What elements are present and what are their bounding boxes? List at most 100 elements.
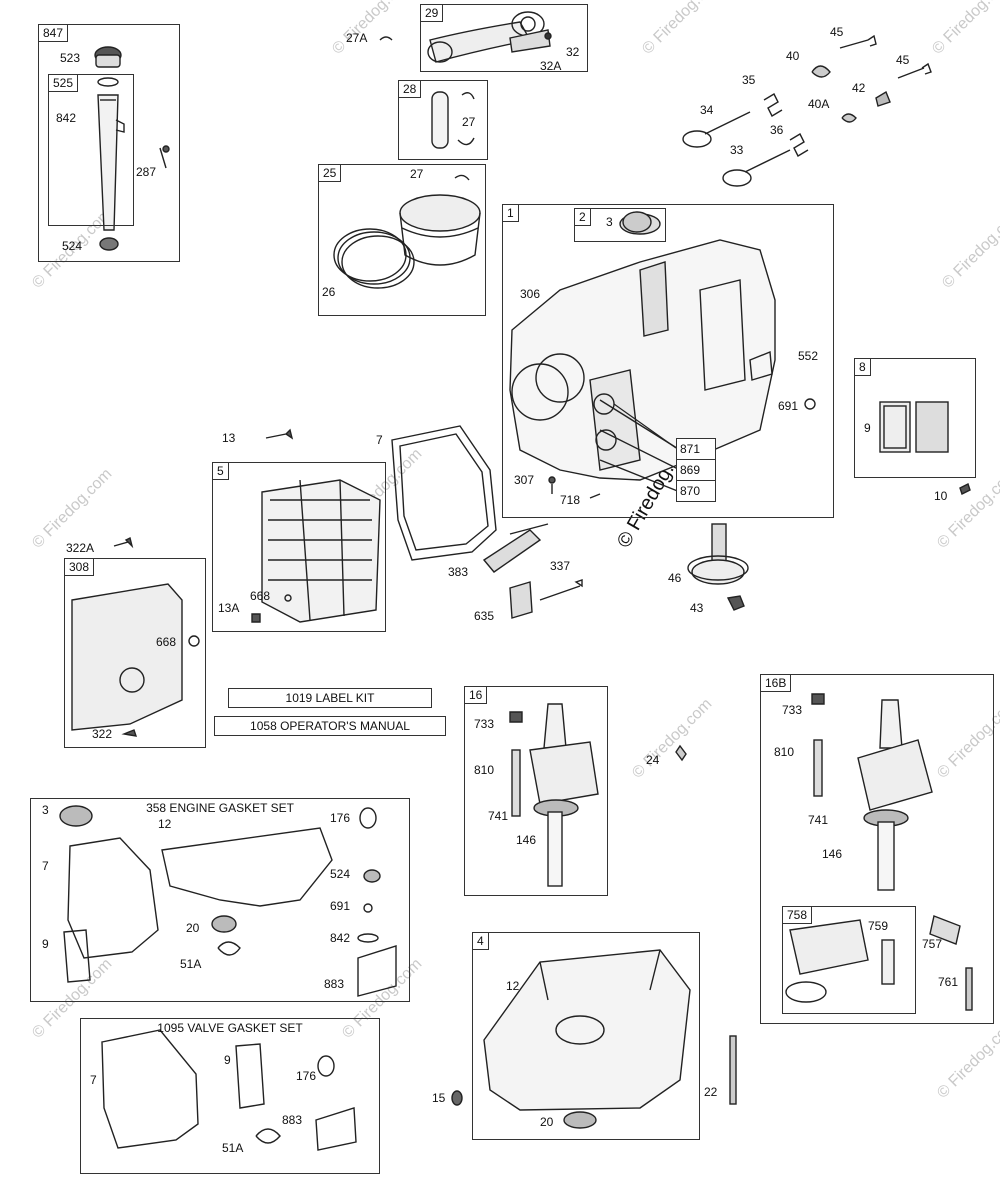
label-kit-box: 1019 LABEL KIT (228, 688, 432, 708)
part-group-label: 2 (574, 208, 591, 226)
part-number: 523 (60, 51, 81, 65)
part-number: 32A (540, 59, 562, 73)
part-number: 176 (330, 811, 351, 825)
part-number: 733 (782, 703, 803, 717)
part-number: 7 (90, 1073, 97, 1087)
part-group-label: 1 (502, 204, 519, 222)
part-group-16b: 16B (760, 674, 994, 1024)
part-number: 45 (830, 25, 844, 39)
part-number: 733 (474, 717, 495, 731)
part-group-758: 758 (782, 906, 916, 1014)
part-number: 46 (668, 571, 682, 585)
part-number: 635 (474, 609, 495, 623)
part-number: 33 (730, 143, 744, 157)
part-number: 20 (540, 1115, 554, 1129)
part-number: 9 (224, 1053, 231, 1067)
part-number: 869 (680, 463, 701, 477)
engine-gasket-set: 358 ENGINE GASKET SET (30, 798, 410, 1002)
part-number: 337 (550, 559, 571, 573)
part-number: 9 (42, 937, 49, 951)
part-group-label: 28 (398, 80, 422, 98)
part-number: 3 (606, 215, 613, 229)
part-group-label: 16 (464, 686, 488, 704)
part-number: 176 (296, 1069, 317, 1083)
part-number: 10 (934, 489, 948, 503)
part-number: 40A (808, 97, 830, 111)
part-number: 36 (770, 123, 784, 137)
part-number: 27 (410, 167, 424, 181)
part-number: 322 (92, 727, 113, 741)
part-number: 43 (690, 601, 704, 615)
part-number: 383 (448, 565, 469, 579)
part-number: 287 (136, 165, 157, 179)
part-number: 51A (180, 957, 202, 971)
part-number: 842 (56, 111, 77, 125)
part-group-5: 5 (212, 462, 386, 632)
part-group-label: 25 (318, 164, 342, 182)
part-number: 45 (896, 53, 910, 67)
callout-box-870: 870 (676, 480, 716, 502)
part-number: 668 (156, 635, 177, 649)
part-group-8: 8 (854, 358, 976, 478)
valve-gasket-set-title: 1095 VALVE GASKET SET (157, 1021, 303, 1035)
part-number: 20 (186, 921, 200, 935)
part-group-4: 4 (472, 932, 700, 1140)
part-number: 3 (42, 803, 49, 817)
callout-box-869: 869 (676, 459, 716, 481)
part-number: 668 (250, 589, 271, 603)
part-number: 870 (680, 484, 701, 498)
part-group-29: 29 (420, 4, 588, 72)
part-group-25: 25 (318, 164, 486, 316)
part-number: 26 (322, 285, 336, 299)
part-number: 146 (822, 847, 843, 861)
part-number: 871 (680, 442, 701, 456)
part-group-525: 525 (48, 74, 134, 226)
part-number: 7 (376, 433, 383, 447)
part-number: 32 (566, 45, 580, 59)
part-number: 51A (222, 1141, 244, 1155)
part-number: 307 (514, 473, 535, 487)
part-group-2: 2 (574, 208, 666, 242)
part-group-label: 29 (420, 4, 444, 22)
part-group-28: 28 (398, 80, 488, 160)
part-group-label: 8 (854, 358, 871, 376)
part-number: 34 (700, 103, 714, 117)
part-group-16: 16 (464, 686, 608, 896)
operators-manual-box: 1058 OPERATOR'S MANUAL (214, 716, 446, 736)
part-number: 691 (330, 899, 351, 913)
part-number: 741 (808, 813, 829, 827)
part-number: 761 (938, 975, 959, 989)
callout-box-871: 871 (676, 438, 716, 460)
part-group-label: 4 (472, 932, 489, 950)
part-group-label: 16B (760, 674, 792, 692)
part-number: 35 (742, 73, 756, 87)
part-number: 524 (330, 867, 351, 881)
part-number: 691 (778, 399, 799, 413)
part-number: 810 (474, 763, 495, 777)
part-number: 13A (218, 601, 240, 615)
part-group-label: 758 (782, 906, 813, 924)
part-number: 718 (560, 493, 581, 507)
part-number: 759 (868, 919, 889, 933)
part-number: 842 (330, 931, 351, 945)
part-number: 42 (852, 81, 866, 95)
part-number: 810 (774, 745, 795, 759)
part-number: 27 (462, 115, 476, 129)
part-number: 13 (222, 431, 236, 445)
part-number: 322A (66, 541, 95, 555)
part-number: 24 (646, 753, 660, 767)
part-number: 9 (864, 421, 871, 435)
part-group-308: 308 (64, 558, 206, 748)
part-group-label: 525 (48, 74, 79, 92)
part-number: 27A (346, 31, 368, 45)
part-number: 7 (42, 859, 49, 873)
part-number: 757 (922, 937, 943, 951)
engine-gasket-set-title: 358 ENGINE GASKET SET (146, 801, 294, 815)
part-group-847: 847 (38, 24, 180, 262)
part-number: 146 (516, 833, 537, 847)
part-number: 741 (488, 809, 509, 823)
part-number: 15 (432, 1091, 446, 1105)
part-number: 12 (506, 979, 520, 993)
part-group-label: 847 (38, 24, 69, 42)
